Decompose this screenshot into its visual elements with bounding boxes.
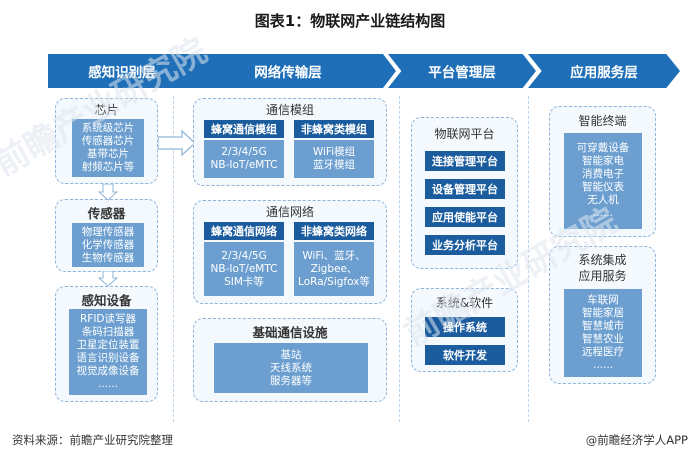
device-list: RFID读写器 条码扫描器 卫星定位装置 语言识别设备 视觉成像设备 .....… xyxy=(69,309,147,395)
list-item: 化学传感器 xyxy=(81,238,135,251)
chip-title: 芯片 xyxy=(94,103,119,117)
software-development: 软件开发 xyxy=(425,345,505,365)
noncellular-network-header: 非蜂窝类网络 xyxy=(294,222,374,240)
layer-perception-label: 感知识别层 xyxy=(88,65,156,81)
title-line: 应用服务 xyxy=(578,269,627,283)
list-item: 传感器芯片 xyxy=(81,135,135,147)
list-item: 服务器等 xyxy=(270,374,312,387)
business-analytics-platform: 业务分析平台 xyxy=(425,235,505,255)
list-item: 智慧城市 xyxy=(582,320,624,332)
noncellular-network-list: WiFi、蓝牙、 Zigbee、 LoRa/Sigfox等 xyxy=(294,242,374,296)
layer-application-label: 应用服务层 xyxy=(570,65,638,81)
software-title: 系统&软件 xyxy=(435,296,494,310)
arrow-connector-icon xyxy=(98,184,118,201)
cellular-module-header: 蜂窝通信模组 xyxy=(204,120,284,138)
layer-platform-label: 平台管理层 xyxy=(428,65,496,81)
source-note: 资料来源：前瞻产业研究院整理 xyxy=(12,433,173,447)
application-enablement-platform: 应用使能平台 xyxy=(425,207,505,227)
arrow-connector-icon xyxy=(158,129,196,157)
list-item: 2/3/4/5G xyxy=(221,146,267,158)
list-item: 语言识别设备 xyxy=(76,352,140,364)
infra-list: 基站 天线系统 服务器等 xyxy=(214,343,368,393)
cellular-module-list: 2/3/4/5G NB-IoT/eMTC xyxy=(204,140,284,178)
software-group: 系统&软件 操作系统 软件开发 xyxy=(411,288,518,372)
list-item: 蓝牙模组 xyxy=(313,159,355,171)
list-item: ...... xyxy=(592,207,614,219)
iot-platform-title: 物联网平台 xyxy=(434,127,495,141)
smart-terminal-list: 可穿戴设备 智能家电 消费电子 智能仪表 无人机 ...... xyxy=(564,133,642,229)
list-item: 生物传感器 xyxy=(81,251,135,264)
list-item: 智能家居 xyxy=(582,307,624,319)
list-item: SIM卡等 xyxy=(224,275,264,288)
layer-network-label: 网络传输层 xyxy=(254,65,322,81)
module-group: 通信模组 蜂窝通信模组 2/3/4/5G NB-IoT/eMTC 非蜂窝类模组 … xyxy=(193,98,387,186)
column-divider xyxy=(399,96,400,422)
list-item: 远程医疗 xyxy=(582,346,624,358)
connection-management-platform: 连接管理平台 xyxy=(425,151,505,171)
cellular-network-header: 蜂窝通信网络 xyxy=(204,222,284,240)
title-line: 系统集成 xyxy=(578,253,627,267)
layer-application-banner: 应用服务层 xyxy=(528,54,680,88)
list-item: 卫星定位装置 xyxy=(76,339,140,351)
layer-platform-banner: 平台管理层 xyxy=(388,54,536,88)
smart-terminal-group: 智能终端 可穿戴设备 智能家电 消费电子 智能仪表 无人机 ...... xyxy=(549,106,656,237)
sensor-list: 物理传感器 化学传感器 生物传感器 xyxy=(72,223,144,267)
list-item: LoRa/Sigfox等 xyxy=(298,275,370,288)
module-title: 通信模组 xyxy=(265,103,314,117)
system-integration-title: 系统集成 应用服务 xyxy=(550,252,655,284)
layer-perception-banner: 感知识别层 xyxy=(48,54,196,88)
device-management-platform: 设备管理平台 xyxy=(425,179,505,199)
list-item: ...... xyxy=(97,378,119,390)
device-group: 感知设备 RFID读写器 条码扫描器 卫星定位装置 语言识别设备 视觉成像设备 … xyxy=(55,286,158,402)
list-item: WiFi模组 xyxy=(312,146,356,158)
list-item: 智慧农业 xyxy=(582,333,624,345)
list-item: 无人机 xyxy=(587,194,619,206)
list-item: 系统级芯片 xyxy=(81,122,135,134)
list-item: 可穿戴设备 xyxy=(576,142,630,154)
list-item: 视觉成像设备 xyxy=(76,365,140,377)
network-group: 通信网络 蜂窝通信网络 2/3/4/5G NB-IoT/eMTC SIM卡等 非… xyxy=(193,200,387,304)
list-item: 天线系统 xyxy=(270,361,312,374)
infra-group: 基础通信设施 基站 天线系统 服务器等 xyxy=(193,318,387,402)
system-integration-list: 车联网 智能家居 智慧城市 智慧农业 远程医疗 ...... xyxy=(564,289,642,377)
list-item: NB-IoT/eMTC xyxy=(210,262,278,275)
list-item: WiFi、蓝牙、 xyxy=(302,249,366,262)
list-item: 条码扫描器 xyxy=(81,326,135,338)
system-integration-group: 系统集成 应用服务 车联网 智能家居 智慧城市 智慧农业 远程医疗 ...... xyxy=(549,246,656,384)
brand-credit: @前瞻经济学人APP xyxy=(585,433,688,447)
list-item: 车联网 xyxy=(587,294,619,306)
list-item: ...... xyxy=(592,359,614,371)
sensor-title: 传感器 xyxy=(87,206,126,221)
chip-list: 系统级芯片 传感器芯片 基带芯片 射频芯片等 xyxy=(72,119,144,177)
column-divider xyxy=(173,96,174,422)
list-item: NB-IoT/eMTC xyxy=(210,159,278,171)
column-divider xyxy=(528,96,529,422)
iot-platform-group: 物联网平台 连接管理平台 设备管理平台 应用使能平台 业务分析平台 xyxy=(411,117,518,269)
list-item: 2/3/4/5G xyxy=(221,249,267,262)
sensor-group: 传感器 物理传感器 化学传感器 生物传感器 xyxy=(55,199,158,272)
list-item: 智能家电 xyxy=(582,155,624,167)
list-item: 物理传感器 xyxy=(81,225,135,238)
arrow-connector-icon xyxy=(98,271,118,287)
list-item: 基带芯片 xyxy=(87,148,129,160)
device-title: 感知设备 xyxy=(81,293,132,308)
list-item: 射频芯片等 xyxy=(81,161,135,173)
smart-terminal-title: 智能终端 xyxy=(578,114,627,128)
list-item: 消费电子 xyxy=(582,168,624,180)
network-title: 通信网络 xyxy=(265,205,314,219)
list-item: 基站 xyxy=(280,348,302,361)
chart-title: 图表1：物联网产业链结构图 xyxy=(254,12,446,30)
infra-title: 基础通信设施 xyxy=(252,325,328,340)
chip-group: 芯片 系统级芯片 传感器芯片 基带芯片 射频芯片等 xyxy=(55,98,158,184)
noncellular-module-list: WiFi模组 蓝牙模组 xyxy=(294,140,374,178)
cellular-network-list: 2/3/4/5G NB-IoT/eMTC SIM卡等 xyxy=(204,242,284,296)
list-item: RFID读写器 xyxy=(79,313,137,325)
list-item: Zigbee、 xyxy=(310,262,358,275)
layer-network-banner: 网络传输层 xyxy=(180,54,396,88)
list-item: 智能仪表 xyxy=(582,181,624,193)
operating-system: 操作系统 xyxy=(425,317,505,337)
noncellular-module-header: 非蜂窝类模组 xyxy=(294,120,374,138)
